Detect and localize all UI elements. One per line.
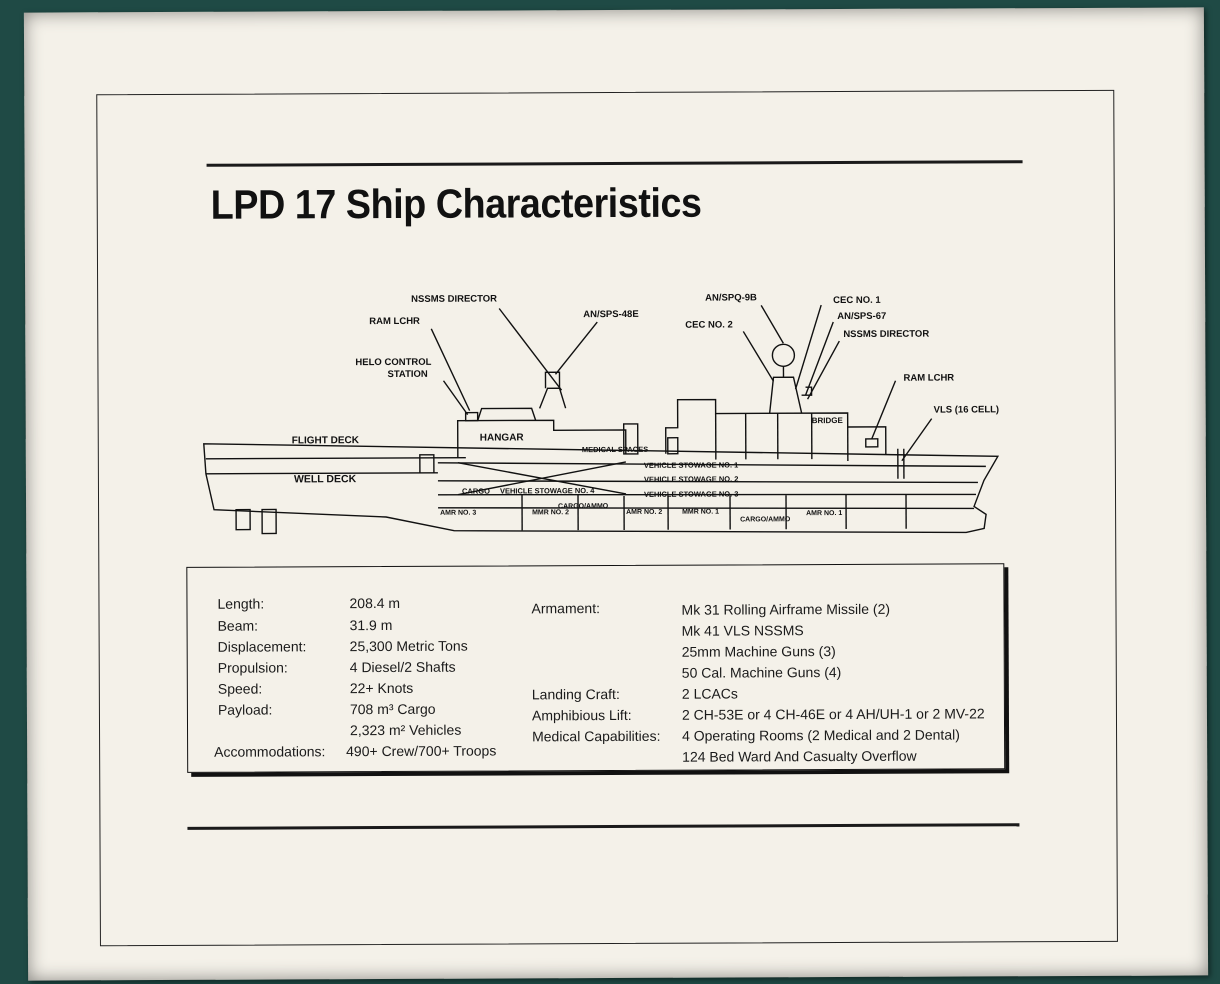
callout-an-sps-48e: AN/SPS-48E xyxy=(583,309,638,320)
spec-label: Propulsion: xyxy=(217,659,288,676)
spec-value: 2,323 m² Vehicles xyxy=(349,721,462,739)
spec-value: Mk 31 Rolling Airframe Missile (2) xyxy=(681,600,891,618)
spec-value: 124 Bed Ward And Casualty Overflow xyxy=(682,747,917,765)
label-amr-no-3: AMR NO. 3 xyxy=(440,510,476,517)
label-vehicle-stowage-4: VEHICLE STOWAGE NO. 4 xyxy=(500,486,595,495)
document-sheet: LPD 17 Ship Characteristics xyxy=(23,7,1209,981)
specifications-table: Length: 208.4 m Beam: 31.9 m Displacemen… xyxy=(186,563,1006,773)
callout-helo-control-1: HELO CONTROL xyxy=(355,357,431,368)
spec-label: Displacement: xyxy=(217,638,307,655)
label-well-deck: WELL DECK xyxy=(294,473,357,485)
label-amr-no-1: AMR NO. 1 xyxy=(806,510,842,517)
callout-ram-lchr-fwd: RAM LCHR xyxy=(903,373,954,384)
label-mmr-no-1: MMR NO. 1 xyxy=(682,509,719,516)
ship-hull xyxy=(203,443,1000,534)
callout-nssms-director-fwd: NSSMS DIRECTOR xyxy=(843,329,929,340)
callout-cec-no-1: CEC NO. 1 xyxy=(833,295,881,306)
spec-value: 31.9 m xyxy=(349,616,393,634)
spec-label: Accommodations: xyxy=(214,743,326,760)
spec-label: Amphibious Lift: xyxy=(531,706,632,724)
label-cargo-ammo-1: CARGO/AMMO xyxy=(558,503,609,510)
label-cargo-ammo-2: CARGO/AMMO xyxy=(740,516,791,523)
spec-value: 708 m³ Cargo xyxy=(349,700,436,718)
spec-value: 208.4 m xyxy=(349,594,401,612)
label-vehicle-stowage-2: VEHICLE STOWAGE NO. 2 xyxy=(644,474,739,483)
spec-label: Beam: xyxy=(217,617,259,634)
spec-value: 50 Cal. Machine Guns (4) xyxy=(681,664,842,681)
callout-vls: VLS (16 CELL) xyxy=(934,404,1000,415)
spec-value: 490+ Crew/700+ Troops xyxy=(346,742,497,760)
callout-bridge: BRIDGE xyxy=(812,416,844,425)
label-vehicle-stowage-3: VEHICLE STOWAGE NO. 3 xyxy=(644,489,739,498)
spec-label: Landing Craft: xyxy=(531,685,620,703)
spec-value: Mk 41 VLS NSSMS xyxy=(681,622,804,639)
callout-an-sps-67: AN/SPS-67 xyxy=(837,311,886,322)
spec-value: 4 Diesel/2 Shafts xyxy=(349,658,456,676)
label-medical-spaces: MEDICAL SPACES xyxy=(582,445,648,454)
callout-cec-no-2: CEC NO. 2 xyxy=(685,319,733,330)
callout-an-spq-9b: AN/SPQ-9B xyxy=(705,292,757,303)
label-amr-no-2: AMR NO. 2 xyxy=(626,509,662,516)
label-vehicle-stowage-1: VEHICLE STOWAGE NO. 1 xyxy=(644,460,739,469)
callout-nssms-director-aft: NSSMS DIRECTOR xyxy=(411,294,497,305)
spec-value: 4 Operating Rooms (2 Medical and 2 Denta… xyxy=(682,726,960,744)
label-mmr-no-2: MMR NO. 2 xyxy=(532,509,569,516)
spec-value: 25,300 Metric Tons xyxy=(349,637,468,655)
callout-helo-control-2: STATION xyxy=(387,369,427,380)
label-hangar: HANGAR xyxy=(480,432,525,443)
spec-value: 22+ Knots xyxy=(349,679,414,697)
spec-value: 2 LCACs xyxy=(681,685,738,702)
spec-label: Armament: xyxy=(531,600,601,617)
spec-label: Payload: xyxy=(217,701,273,718)
spec-value: 25mm Machine Guns (3) xyxy=(681,643,836,660)
label-cargo: CARGO xyxy=(462,487,490,496)
ship-profile-diagram: NSSMS DIRECTOR AN/SPS-48E RAM LCHR HELO … xyxy=(203,292,1000,535)
spec-value: 2 CH-53E or 4 CH-46E or 4 AH/UH-1 or 2 M… xyxy=(681,705,985,723)
spec-label: Medical Capabilities: xyxy=(532,727,661,745)
spec-label: Speed: xyxy=(217,680,263,697)
label-flight-deck: FLIGHT DECK xyxy=(292,435,360,446)
callout-ram-lchr-aft: RAM LCHR xyxy=(369,316,420,327)
spec-label: Length: xyxy=(217,595,265,612)
